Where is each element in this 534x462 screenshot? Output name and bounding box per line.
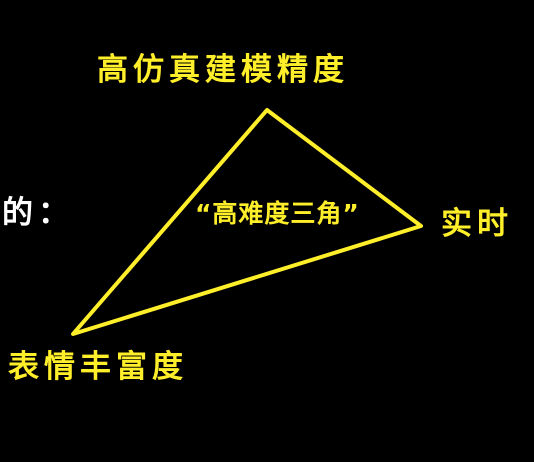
left-partial-label: 的： [2,195,74,231]
bottom-left-vertex-label: 表情丰富度 [8,349,188,385]
top-vertex-label: 高仿真建模精度 [97,52,349,88]
center-label: “高难度三角” [195,199,360,228]
triangle-outline [71,108,423,336]
right-vertex-label: 实时 [441,206,513,242]
